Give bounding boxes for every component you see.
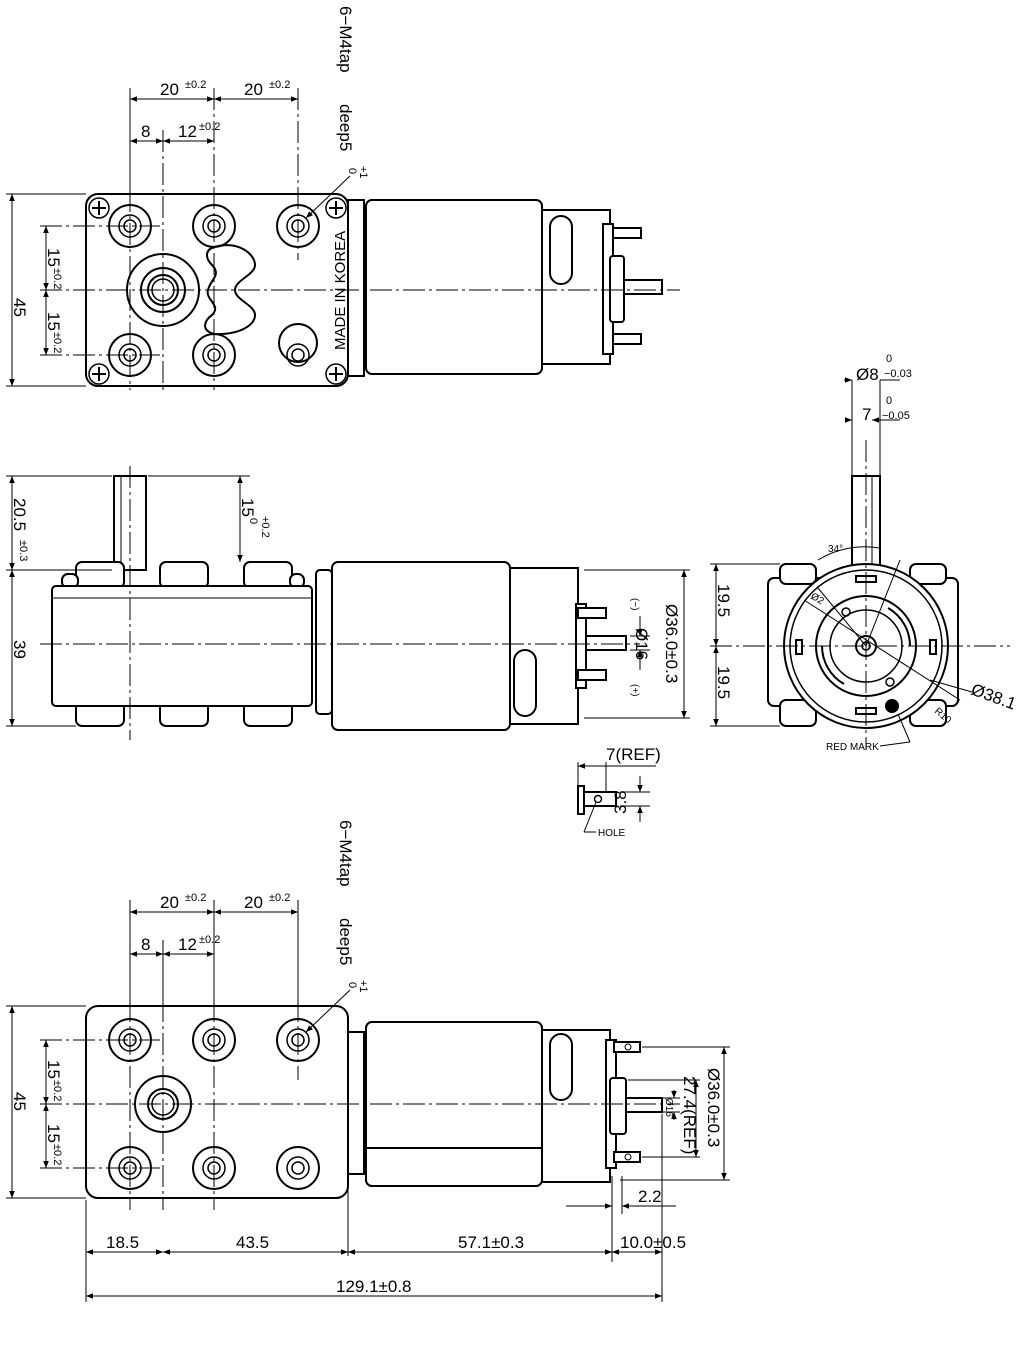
dim-15a-bottom: 15 bbox=[44, 1060, 63, 1079]
motor-can-side bbox=[331, 561, 511, 731]
tol-20b-bottom: ±0.2 bbox=[269, 892, 290, 904]
tol-7-lower: −0.05 bbox=[882, 410, 910, 422]
dim-7-ref: 7(REF) bbox=[606, 745, 661, 764]
end-view: Ø8 0 −0.03 7 0 −0.05 34° 19.5 19.5 Ø38.1… bbox=[710, 353, 1019, 753]
motor-endcap bbox=[541, 209, 611, 365]
dim-43-5: 43.5 bbox=[236, 1233, 269, 1252]
motor-flange-side bbox=[315, 569, 333, 715]
dim-39: 39 bbox=[10, 640, 29, 659]
terminal-top bbox=[612, 227, 642, 239]
dim-8-end: Ø8 bbox=[856, 365, 879, 384]
dim-38-1: Ø38.1 bbox=[969, 680, 1019, 714]
dim-20-5: 20.5 bbox=[10, 498, 29, 531]
tol-15a: ±0.2 bbox=[51, 268, 63, 289]
dim-15a: 15 bbox=[44, 248, 63, 267]
dim-15b: 15 bbox=[44, 312, 63, 331]
tap-note: 6−M4tap bbox=[336, 6, 355, 73]
tol-8-upper: 0 bbox=[886, 353, 892, 365]
dim-19-5a: 19.5 bbox=[714, 584, 733, 617]
motor-flange-bottom bbox=[347, 1031, 365, 1175]
motor-endcap-side bbox=[509, 567, 579, 725]
tol-7-upper: 0 bbox=[886, 395, 892, 407]
motor-endcap-bottom bbox=[541, 1029, 611, 1183]
terminal-plus bbox=[577, 669, 607, 681]
tap-note-bottom: 6−M4tap bbox=[336, 820, 355, 887]
dim-12-bottom: 12 bbox=[178, 935, 197, 954]
motor-shaft-side bbox=[585, 635, 627, 651]
dim-10-0: 10.0±0.5 bbox=[620, 1233, 686, 1252]
top-bumps bbox=[61, 561, 305, 589]
bottom-view: 20 ±0.2 20 ±0.2 8 12 ±0.2 45 15 ±0.2 15 … bbox=[6, 820, 730, 1302]
gearbox-body bbox=[51, 585, 313, 707]
tol-15a-bottom: ±0.2 bbox=[51, 1080, 63, 1101]
red-mark-label: RED MARK bbox=[826, 742, 879, 753]
dim-57-1: 57.1±0.3 bbox=[458, 1233, 524, 1252]
dim-8-bottom: 8 bbox=[141, 935, 150, 954]
terminal-minus bbox=[577, 607, 607, 619]
dim-36-bottom: Ø36.0±0.3 bbox=[704, 1068, 723, 1147]
dim-2-2: 2.2 bbox=[638, 1187, 662, 1206]
dim-8: 8 bbox=[141, 122, 150, 141]
dim-19-5b: 19.5 bbox=[714, 666, 733, 699]
dim-3-8: 3.8 bbox=[611, 790, 630, 814]
dim-15-side: 15 bbox=[238, 498, 257, 517]
tol-20b: ±0.2 bbox=[269, 79, 290, 91]
tol-15-upper: +0.2 bbox=[259, 516, 271, 538]
tol-20-5: ±0.3 bbox=[17, 540, 29, 561]
dim-12: 12 bbox=[178, 122, 197, 141]
output-shaft bbox=[113, 475, 147, 571]
dim-129-1: 129.1±0.8 bbox=[336, 1277, 412, 1296]
motor-flange bbox=[347, 199, 365, 377]
dim-20b-bottom: 20 bbox=[244, 893, 263, 912]
tol-15b-bottom: ±0.2 bbox=[51, 1144, 63, 1165]
deep-tol-upper: +1 bbox=[357, 166, 369, 179]
minus-label: (−) bbox=[629, 598, 640, 611]
tol-15-lower: 0 bbox=[247, 518, 259, 524]
side-view: 20.5 ±0.3 39 15 +0.2 0 Ø36.0±0.3 Ø16 (−)… bbox=[6, 466, 690, 740]
tol-12-bottom: ±0.2 bbox=[199, 934, 220, 946]
hole-label: HOLE bbox=[598, 828, 626, 839]
dim-45-bottom: 45 bbox=[10, 1092, 29, 1111]
dim-20a: 20 bbox=[160, 80, 179, 99]
terminal-bottom bbox=[612, 333, 642, 345]
tol-20a-bottom: ±0.2 bbox=[185, 892, 206, 904]
top-view: MADE IN KOREA 20 ±0.2 20 ±0.2 8 12 ±0.2 … bbox=[6, 6, 680, 390]
red-mark-dot bbox=[885, 699, 899, 713]
tol-8-lower: −0.03 bbox=[884, 368, 912, 380]
dim-16-side: Ø16 bbox=[632, 628, 651, 660]
dim-20a-bottom: 20 bbox=[160, 893, 179, 912]
terminal-tab bbox=[583, 791, 617, 807]
terminal-detail: 7(REF) HOLE 3.8 bbox=[577, 745, 661, 839]
motor-shaft-bottom bbox=[625, 1097, 663, 1113]
tol-15b: ±0.2 bbox=[51, 332, 63, 353]
corner-screws bbox=[88, 197, 347, 385]
plus-label: (+) bbox=[629, 684, 640, 697]
deep-note-bottom: deep5 bbox=[336, 918, 355, 965]
motor-shaft bbox=[623, 279, 663, 295]
dim-15b-bottom: 15 bbox=[44, 1124, 63, 1143]
deep-tol-upper-bottom: +1 bbox=[357, 980, 369, 993]
tol-20a: ±0.2 bbox=[185, 79, 206, 91]
bottom-bumps bbox=[75, 701, 293, 727]
dim-45: 45 bbox=[10, 298, 29, 317]
dim-36-side: Ø36.0±0.3 bbox=[662, 604, 681, 683]
deep-note: deep5 bbox=[336, 104, 355, 151]
angle-label: 34° bbox=[828, 544, 843, 555]
endcap-slot bbox=[549, 215, 573, 285]
deep-tol-lower: 0 bbox=[346, 168, 358, 174]
bearing-boss bbox=[609, 255, 625, 323]
motor-can bbox=[365, 199, 543, 375]
dim-20b: 20 bbox=[244, 80, 263, 99]
dim-7-end: 7 bbox=[862, 405, 871, 424]
dim-27-4: 27.4(REF) bbox=[680, 1076, 699, 1154]
dim-18-5: 18.5 bbox=[106, 1233, 139, 1252]
deep-tol-lower-bottom: 0 bbox=[346, 982, 358, 988]
tol-12: ±0.2 bbox=[199, 121, 220, 133]
dim-16-bottom: Ø16 bbox=[663, 1098, 674, 1117]
